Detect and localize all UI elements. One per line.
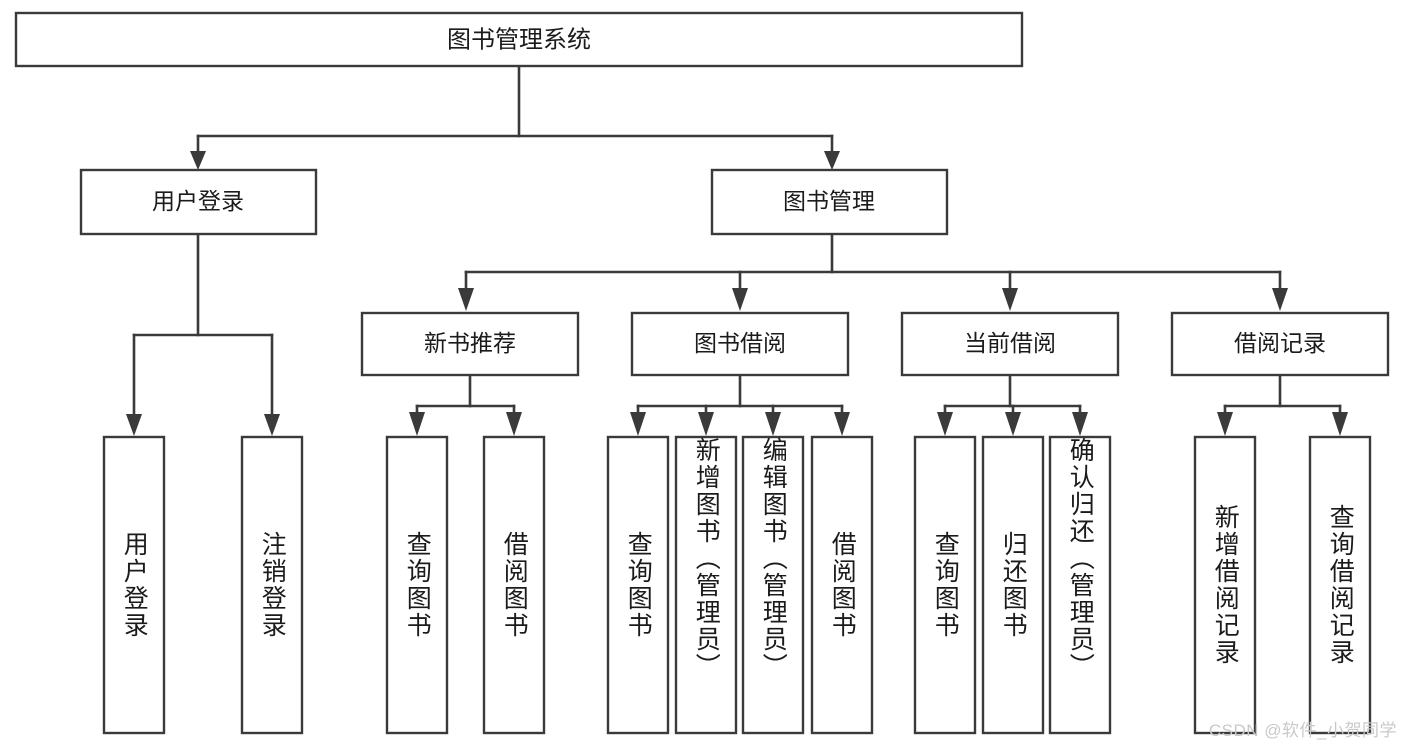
connector-root-to-level2 — [190, 64, 840, 170]
leaf-box-current-borrow-2[interactable] — [1048, 435, 1112, 735]
node-new-book-recommend-label: 新书推荐 — [424, 330, 516, 356]
connector-current-borrow-to-leaves — [937, 373, 1088, 436]
csdn-watermark: CSDN @软件_小贺同学 — [1208, 721, 1397, 740]
leaf-box-book-borrow-3[interactable] — [810, 435, 874, 735]
connector-book-borrow-to-leaves — [630, 373, 850, 436]
node-user-login-label: 用户登录 — [152, 188, 244, 214]
leaf-box-user-login-0[interactable] — [102, 435, 166, 735]
leaf-box-borrow-record-0[interactable] — [1193, 435, 1257, 735]
leaf-box-new-book-1[interactable] — [482, 435, 546, 735]
node-root-system[interactable]: 图书管理系统 — [14, 11, 1024, 68]
leaf-box-new-book-0[interactable] — [385, 435, 449, 735]
node-current-borrow[interactable]: 当前借阅 — [900, 311, 1120, 377]
node-book-management-label: 图书管理 — [783, 188, 875, 214]
leaf-box-book-borrow-2[interactable] — [741, 435, 805, 735]
connector-user-login-to-leaves — [126, 232, 280, 436]
node-book-management[interactable]: 图书管理 — [710, 168, 949, 236]
node-borrow-record-label: 借阅记录 — [1234, 330, 1326, 356]
leaf-box-book-borrow-1[interactable] — [674, 435, 738, 735]
leaf-box-borrow-record-1[interactable] — [1308, 435, 1372, 735]
node-book-borrow-label: 图书借阅 — [694, 330, 786, 356]
leaf-box-user-login-1[interactable] — [240, 435, 304, 735]
connector-borrow-record-to-leaves — [1217, 373, 1348, 436]
leaf-box-current-borrow-0[interactable] — [913, 435, 977, 735]
connector-book-management-to-level3 — [458, 232, 1288, 311]
node-user-login[interactable]: 用户登录 — [79, 168, 318, 236]
node-root-system-label: 图书管理系统 — [447, 26, 591, 53]
node-book-borrow[interactable]: 图书借阅 — [630, 311, 850, 377]
leaf-box-current-borrow-1[interactable] — [981, 435, 1045, 735]
node-new-book-recommend[interactable]: 新书推荐 — [360, 311, 580, 377]
node-current-borrow-label: 当前借阅 — [964, 330, 1056, 356]
node-borrow-record[interactable]: 借阅记录 — [1170, 311, 1390, 377]
leaf-box-book-borrow-0[interactable] — [606, 435, 670, 735]
connector-new-book-to-leaves — [409, 373, 522, 436]
